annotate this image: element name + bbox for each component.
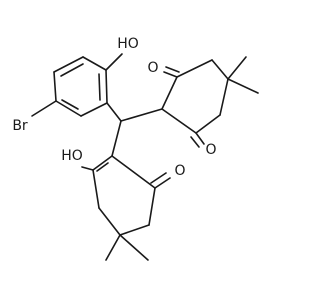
hydroxy-label-left: HO <box>61 148 83 164</box>
bromophenol-ring <box>53 56 108 117</box>
br-bond <box>31 100 57 117</box>
structure-diagram: HO Br O O <box>12 36 259 261</box>
oxo-label-top: O <box>147 60 158 76</box>
oxo-label-right: O <box>205 142 216 158</box>
oh-bond-top <box>105 53 123 71</box>
enone-ring-lower <box>92 155 171 261</box>
bromine-label: Br <box>12 118 28 134</box>
hydroxy-label-top: HO <box>117 36 139 52</box>
dione-ring-upper <box>161 56 259 148</box>
methine-bonds <box>106 102 163 157</box>
oxo-label-bottom: O <box>174 163 185 179</box>
oh-bond-left <box>81 166 94 171</box>
